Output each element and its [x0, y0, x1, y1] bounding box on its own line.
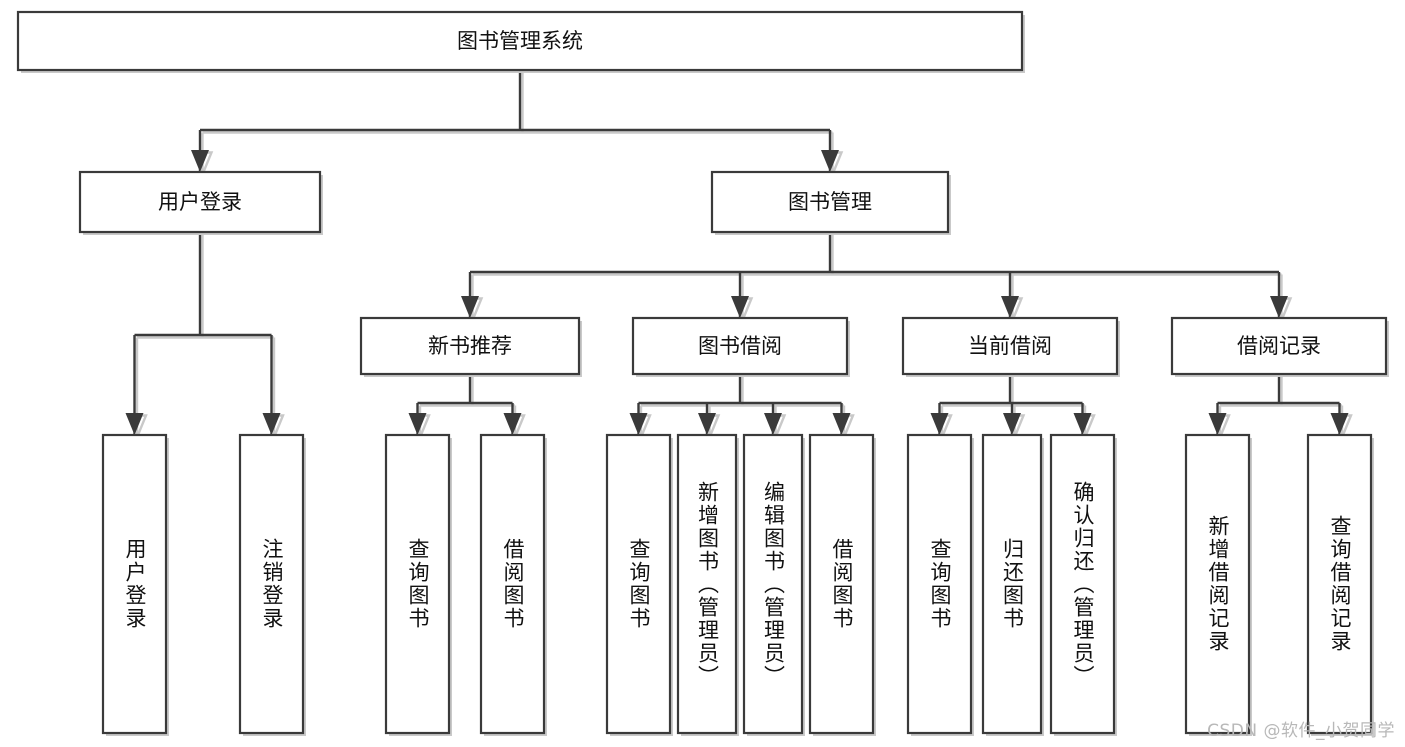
node-leaf-book_borrow-2[interactable]	[742, 433, 804, 735]
leafgrp-book_borrow-arrow-3	[832, 413, 851, 435]
leafgrp-book_borrow-arrow-0	[629, 413, 648, 435]
leafgrp-book_borrow-arrow-1	[698, 413, 716, 435]
boxes-layer	[16, 10, 1389, 736]
node-leaf-current_borrow-0[interactable]	[906, 433, 973, 735]
root-to-level2-arrow-0	[191, 150, 209, 172]
leafgrp-current_borrow-arrow-2	[1073, 413, 1092, 435]
node-level3-0-label: 新书推荐	[428, 334, 512, 358]
node-level3-0[interactable]	[359, 316, 581, 376]
node-leaf-new_book_recommend-0[interactable]	[384, 433, 451, 735]
node-level2-1[interactable]	[710, 170, 950, 234]
bookmgmt-to-level3-arrow-3	[1270, 296, 1288, 318]
node-level2-1-label: 图书管理	[788, 190, 872, 214]
node-level3-2-label: 当前借阅	[968, 334, 1052, 358]
leafgrp-current_borrow-arrow-0	[930, 413, 949, 435]
node-leaf-current_borrow-2[interactable]	[1049, 433, 1116, 735]
leafgrp-user_login-arrow-1	[262, 413, 281, 435]
csdn-watermark: CSDN @软件_小贺同学	[1207, 721, 1395, 741]
bookmgmt-to-level3-arrow-2	[1001, 296, 1019, 318]
node-leaf-user_login-0[interactable]	[101, 433, 168, 735]
node-leaf-book_borrow-3[interactable]	[808, 433, 875, 735]
bookmgmt-to-level3-arrow-0	[461, 296, 479, 318]
node-leaf-borrow_record-1[interactable]	[1306, 433, 1373, 735]
node-leaf-book_borrow-0[interactable]	[605, 433, 672, 735]
node-level3-2[interactable]	[901, 316, 1119, 376]
node-leaf-borrow_record-0[interactable]	[1184, 433, 1251, 735]
node-leaf-current_borrow-1[interactable]	[981, 433, 1043, 735]
node-leaf-book_borrow-1[interactable]	[676, 433, 738, 735]
node-level2-0[interactable]	[78, 170, 322, 234]
node-leaf-user_login-1[interactable]	[238, 433, 305, 735]
leafgrp-borrow_record-arrow-1	[1330, 413, 1349, 435]
node-level2-0-label: 用户登录	[158, 190, 242, 214]
bookmgmt-to-level3-arrow-1	[731, 296, 749, 318]
node-level3-1[interactable]	[631, 316, 849, 376]
leafgrp-borrow_record-arrow-0	[1208, 413, 1227, 435]
node-level3-3-label: 借阅记录	[1237, 334, 1321, 358]
leafgrp-new_book_recommend-arrow-0	[408, 413, 427, 435]
leafgrp-book_borrow-arrow-2	[764, 413, 782, 435]
node-leaf-new_book_recommend-1[interactable]	[479, 433, 546, 735]
root-to-level2-arrow-1	[821, 150, 839, 172]
node-level3-1-label: 图书借阅	[698, 334, 782, 358]
node-root-label: 图书管理系统	[457, 29, 583, 53]
node-root[interactable]	[16, 10, 1024, 72]
connectors-layer	[125, 70, 1353, 441]
leafgrp-new_book_recommend-arrow-1	[503, 413, 522, 435]
leafgrp-user_login-arrow-0	[125, 413, 144, 435]
leafgrp-current_borrow-arrow-1	[1003, 413, 1021, 435]
node-level3-3[interactable]	[1170, 316, 1388, 376]
